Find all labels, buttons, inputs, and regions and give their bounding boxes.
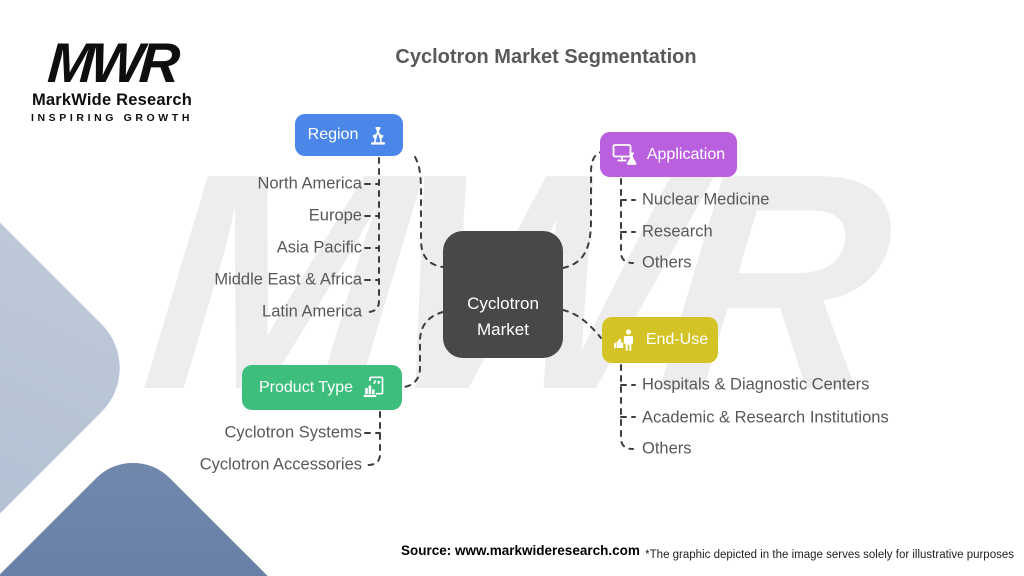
branch-node-end-use: End-Use [602, 317, 718, 363]
segment-item-latin-america: Latin America [262, 302, 362, 321]
segment-item-cyclotron-accessories: Cyclotron Accessories [199, 455, 362, 474]
radiation-tower-icon [371, 126, 386, 145]
disclaimer-note: *The graphic depicted in the image serve… [645, 549, 1014, 561]
segment-item-north-america: North America [257, 174, 362, 193]
central-node-line1: Cyclotron [467, 294, 539, 313]
branch-label-region: Region [307, 126, 359, 143]
logo-tagline: INSPIRING GROWTH [30, 112, 193, 125]
branch-label-end-use: End-Use [645, 331, 709, 348]
segment-item-academic-research-institutions: Academic & Research Institutions [642, 408, 889, 427]
segment-item-end-use-others: Others [642, 439, 692, 458]
source-note: Source: www.markwideresearch.com [401, 543, 640, 558]
segment-item-europe: Europe [308, 206, 362, 225]
logo-acronym: MWR [45, 31, 179, 94]
branch-label-application: Application [646, 145, 726, 163]
page-title: Cyclotron Market Segmentation [395, 46, 697, 68]
document-chart-icon [363, 376, 384, 398]
markwide-logo: MWR MarkWide Research INSPIRING GROWTH [28, 31, 196, 125]
branch-node-region: Region [295, 114, 403, 156]
branch-node-product-type: Product Type [242, 365, 402, 410]
central-node-line2: Market [477, 319, 529, 339]
segment-item-research: Research [642, 222, 713, 241]
logo-name: MarkWide Research [31, 91, 193, 110]
segment-item-application-others: Others [642, 253, 692, 272]
segment-item-hospitals-diagnostic-centers: Hospitals & Diagnostic Centers [642, 375, 870, 394]
branch-label-product-type: Product Type [259, 378, 353, 396]
central-node-cyclotron-market: Cyclotron Market [443, 231, 563, 358]
segment-item-middle-east-africa: Middle East & Africa [214, 270, 362, 289]
segment-item-asia-pacific: Asia Pacific [276, 238, 362, 257]
person-thumbsup-icon [613, 329, 633, 351]
segment-item-cyclotron-systems: Cyclotron Systems [224, 423, 362, 442]
monitor-flask-icon [612, 144, 637, 165]
segment-item-nuclear-medicine: Nuclear Medicine [642, 190, 770, 209]
branch-node-application: Application [600, 132, 737, 177]
